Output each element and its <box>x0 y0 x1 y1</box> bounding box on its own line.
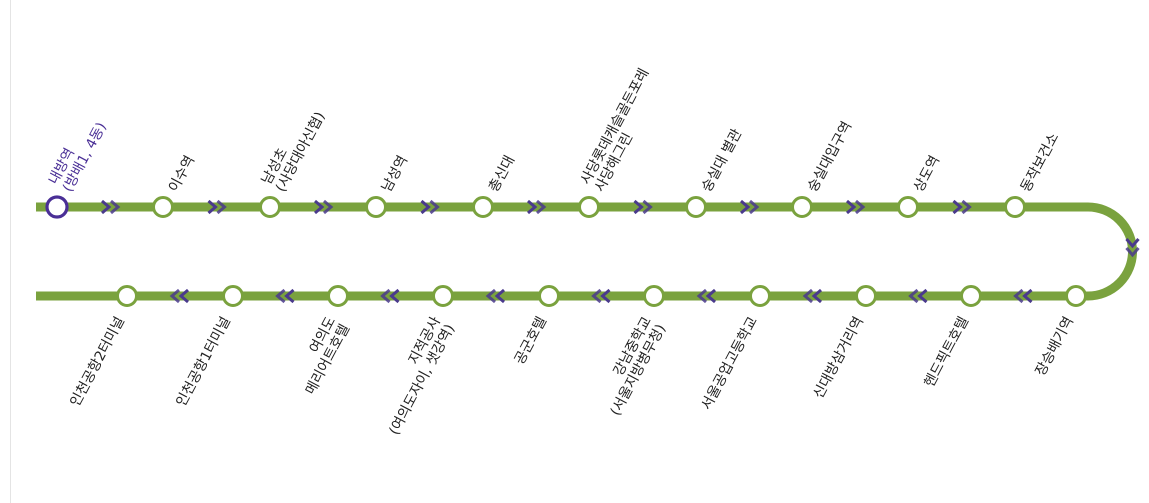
station-marker[interactable] <box>578 196 600 218</box>
station-name: 숭실대 별관 <box>699 126 746 194</box>
direction-arrow-left <box>802 288 822 304</box>
station-name: 인천공항2터미널 <box>67 314 128 409</box>
station-label[interactable]: 헨드픽트호텔 <box>922 314 972 390</box>
station-marker[interactable] <box>432 285 454 307</box>
station-name: 신대방삼거리역 <box>811 314 867 401</box>
station-label[interactable]: 동작보건소 <box>1018 130 1062 194</box>
station-label[interactable]: 상도역 <box>911 153 943 195</box>
station-label[interactable]: 신대방삼거리역 <box>811 314 867 401</box>
station-name: 인천공항1터미널 <box>173 314 234 409</box>
station-marker-current[interactable] <box>45 195 69 219</box>
station-label[interactable]: 이수역 <box>166 153 198 195</box>
direction-arrow-left <box>1013 288 1033 304</box>
direction-arrow-right <box>101 199 121 215</box>
direction-arrow-right <box>633 199 653 215</box>
station-marker[interactable] <box>643 285 665 307</box>
station-label[interactable]: 서울공업고등학교 <box>699 314 762 413</box>
route-line-path <box>36 202 1137 301</box>
station-marker[interactable] <box>1065 285 1087 307</box>
station-marker[interactable] <box>749 285 771 307</box>
direction-arrow-left <box>380 288 400 304</box>
station-label[interactable]: 남성역 <box>379 153 411 195</box>
station-marker[interactable] <box>855 285 877 307</box>
station-label[interactable]: 인천공항2터미널 <box>67 314 128 409</box>
station-name: 남성역 <box>379 153 411 195</box>
station-marker[interactable] <box>1004 196 1026 218</box>
route-line <box>36 202 1137 301</box>
station-markers <box>45 195 1087 307</box>
station-labels: 내방역(방배1, 4동) 이수역 남성초(사당대아신협) 남성역 총신대 사당롯데캐슬골든… <box>46 66 1077 438</box>
station-marker[interactable] <box>685 196 707 218</box>
station-label[interactable]: 지적공사(여의도자이, 샛강역) <box>372 314 458 438</box>
page-left-border <box>10 0 11 503</box>
direction-arrow-left <box>696 288 716 304</box>
station-marker[interactable] <box>116 285 138 307</box>
direction-arrow-down <box>1125 238 1140 258</box>
direction-arrow-left <box>591 288 611 304</box>
station-marker[interactable] <box>960 285 982 307</box>
station-name: 상도역 <box>911 153 943 195</box>
station-label[interactable]: 숭실대 별관 <box>699 126 746 194</box>
direction-arrow-right <box>420 199 440 215</box>
station-marker[interactable] <box>538 285 560 307</box>
direction-arrow-left <box>908 288 928 304</box>
station-name: 이수역 <box>166 153 198 195</box>
station-name: 서울공업고등학교 <box>699 314 762 413</box>
station-marker[interactable] <box>222 285 244 307</box>
station-label[interactable]: 인천공항1터미널 <box>173 314 234 409</box>
station-name: 헨드픽트호텔 <box>922 314 972 390</box>
station-marker[interactable] <box>152 196 174 218</box>
station-label[interactable]: 내방역(방배1, 4동) <box>46 112 110 195</box>
direction-arrow-left <box>275 288 295 304</box>
station-label[interactable]: 숭실대입구역 <box>805 119 855 195</box>
station-name: 숭실대입구역 <box>805 119 855 195</box>
station-marker[interactable] <box>791 196 813 218</box>
station-name: 공군호텔 <box>512 314 550 367</box>
direction-arrow-right <box>846 199 866 215</box>
direction-arrow-right <box>952 199 972 215</box>
station-marker[interactable] <box>327 285 349 307</box>
direction-arrow-right <box>740 199 760 215</box>
station-name: 장승배기역 <box>1033 314 1077 378</box>
station-label[interactable]: 총신대 <box>486 153 518 195</box>
station-marker[interactable] <box>897 196 919 218</box>
direction-arrows <box>101 199 1140 304</box>
station-name: 총신대 <box>486 153 518 195</box>
station-label[interactable]: 장승배기역 <box>1033 314 1077 378</box>
station-name: 동작보건소 <box>1018 130 1062 194</box>
direction-arrow-left <box>169 288 189 304</box>
direction-arrow-right <box>207 199 227 215</box>
station-label[interactable]: 공군호텔 <box>512 314 550 367</box>
station-marker[interactable] <box>259 196 281 218</box>
station-marker[interactable] <box>365 196 387 218</box>
station-label[interactable]: 강남중학교(서울지방병무청) <box>593 314 670 418</box>
direction-arrow-right <box>314 199 334 215</box>
direction-arrow-left <box>485 288 505 304</box>
station-marker[interactable] <box>472 196 494 218</box>
station-label[interactable]: 남성초(사당대아신협) <box>259 102 329 195</box>
direction-arrow-right <box>527 199 547 215</box>
